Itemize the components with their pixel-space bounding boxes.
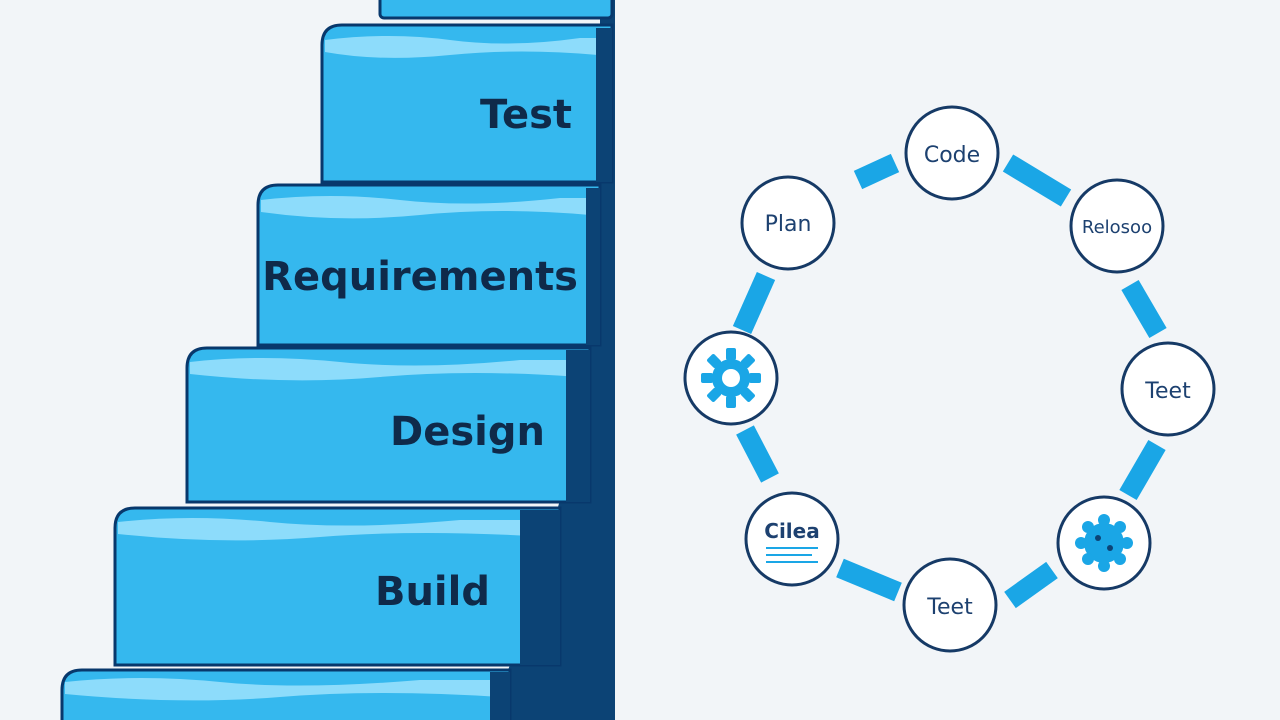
ring-segment xyxy=(732,271,776,335)
document-lines-icon xyxy=(766,547,818,563)
step-label-build: Build xyxy=(375,569,490,615)
node-label-test-right: Teet xyxy=(1144,379,1191,404)
bottom-partial-step xyxy=(60,668,512,720)
ring-segment xyxy=(836,558,902,602)
node-label-code: Code xyxy=(924,143,980,168)
ring-segment xyxy=(1004,561,1058,609)
cycle-node-test-bottom: Teet xyxy=(902,557,998,653)
node-label-test-bottom: Teet xyxy=(926,595,973,620)
node-label-cilea: Cilea xyxy=(764,519,819,543)
step-requirements: Requirements xyxy=(256,183,602,347)
node-label-plan: Plan xyxy=(765,212,812,237)
step-design: Design xyxy=(185,346,592,504)
cycle-node-code: Code xyxy=(904,105,1000,201)
step-label-design: Design xyxy=(390,409,545,455)
ring-segment xyxy=(1119,439,1166,501)
top-partial-step xyxy=(378,0,614,20)
cycle-node-cog-cluster xyxy=(1056,495,1152,591)
cycle-node-gear xyxy=(683,330,779,426)
staircase-shadow xyxy=(500,30,612,720)
ring-segment xyxy=(853,153,900,190)
cycle-node-release: Relosoo xyxy=(1069,178,1165,274)
cycle-node-cilea: Cilea xyxy=(744,491,840,587)
ring-segment xyxy=(736,425,779,483)
step-build: Build xyxy=(113,506,562,667)
ring-segment xyxy=(1002,154,1072,207)
cycle-node-test-right: Teet xyxy=(1120,341,1216,437)
gear-icon xyxy=(701,348,761,408)
cycle-node-plan: Plan xyxy=(740,175,836,271)
ring-segment xyxy=(1121,279,1167,339)
node-label-release: Relosoo xyxy=(1082,217,1152,238)
step-test: Test xyxy=(320,23,614,184)
step-label-requirements: Requirements xyxy=(262,254,578,300)
step-label-test: Test xyxy=(480,92,572,138)
cog-cluster-icon xyxy=(1075,514,1133,572)
cycle-ring xyxy=(732,153,1167,609)
